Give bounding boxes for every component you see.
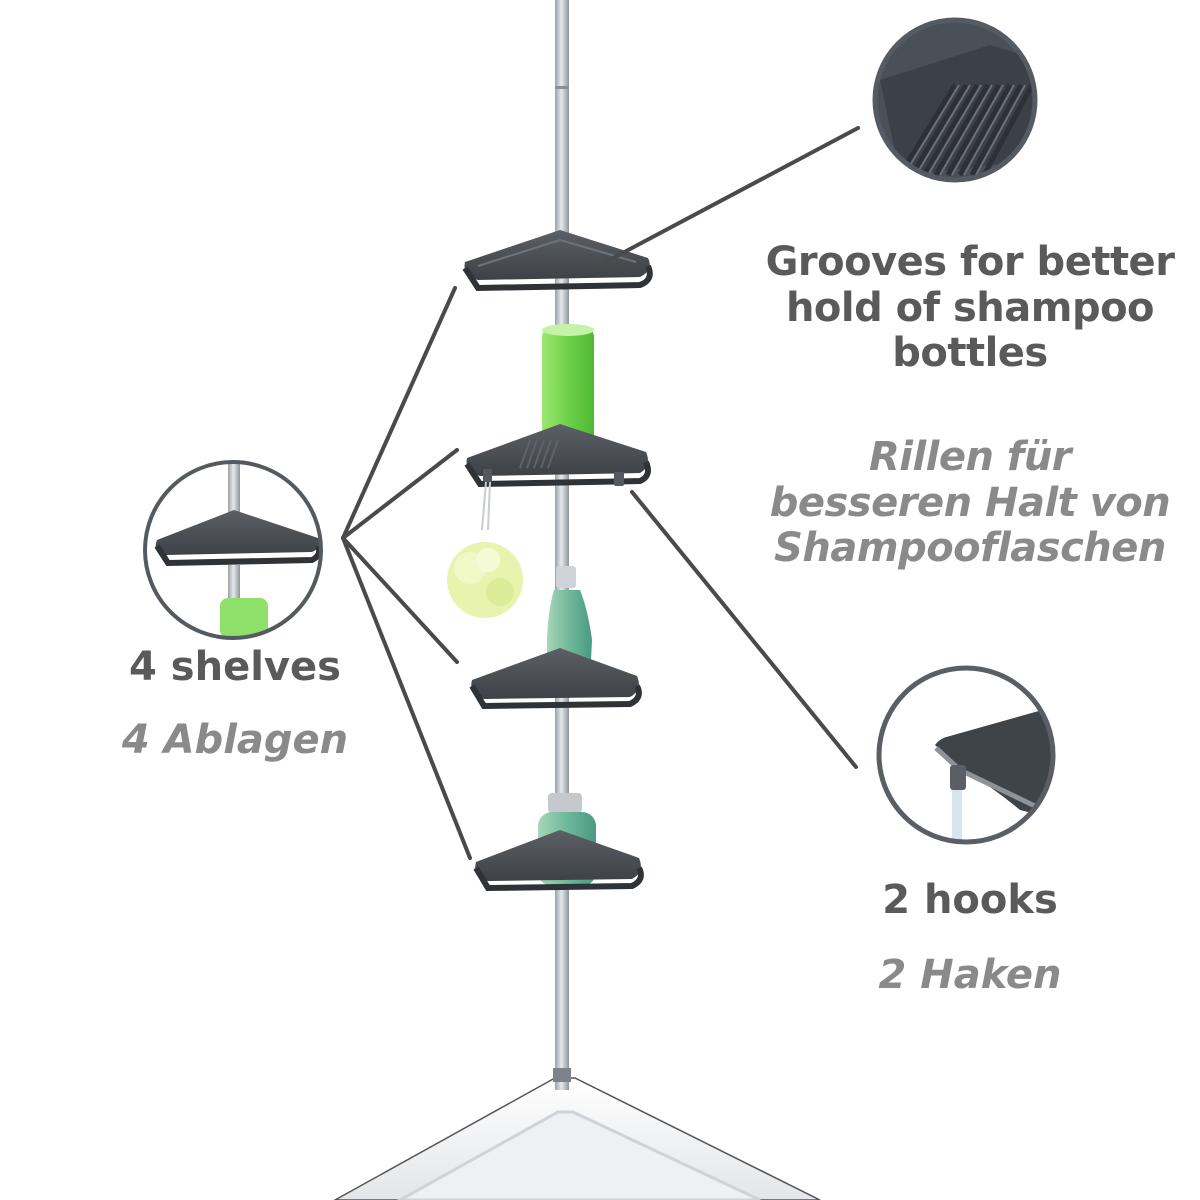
- grooves-label-en-line-1: Grooves for better: [765, 239, 1175, 285]
- shelf-1: [462, 230, 653, 292]
- grooves-label-de: Rillen für besseren Halt von Shampooflas…: [760, 434, 1180, 572]
- shelves-label-de: 4 Ablagen: [121, 717, 349, 763]
- grooves-label-de-line-2: besseren Halt von: [769, 479, 1171, 526]
- shelves-label-en: 4 shelves: [129, 644, 341, 690]
- grooves-label-en: Grooves for better hold of shampoo bottl…: [760, 239, 1180, 377]
- hooks-label-de: 2 Haken: [878, 952, 1062, 998]
- bath-sponge: [447, 481, 523, 618]
- shelf-detail-icon: [143, 460, 323, 640]
- callout-hooks: [630, 490, 858, 769]
- shelf-2: [464, 424, 651, 488]
- shelf-4: [473, 830, 644, 892]
- callout-shelf-3: [341, 536, 459, 664]
- telescopic-pole: [553, 0, 571, 1090]
- hook-detail-icon: [876, 665, 1056, 845]
- hooks-label-en: 2 hooks: [882, 877, 1058, 923]
- shower-tray: [333, 1077, 821, 1200]
- green-shampoo-bottle: [542, 324, 594, 455]
- callout-grooves: [598, 126, 860, 267]
- grooves-label-en-line-3: bottles: [892, 330, 1048, 377]
- shelf-3: [469, 648, 642, 710]
- grooves-label-de-line-1: Rillen für: [868, 434, 1072, 480]
- callout-shelf-1: [341, 286, 457, 540]
- grooves-label-de-line-3: Shampooflaschen: [774, 525, 1166, 572]
- callout-shelf-2: [341, 448, 459, 540]
- hook-right: [614, 472, 624, 486]
- callout-lines: [341, 126, 860, 860]
- grooves-label-en-line-2: hold of shampoo: [785, 284, 1155, 331]
- grooves-detail-icon: [872, 17, 1038, 183]
- hook-left: [483, 469, 492, 482]
- callout-shelf-4: [341, 536, 472, 860]
- groove-lines: [519, 439, 559, 469]
